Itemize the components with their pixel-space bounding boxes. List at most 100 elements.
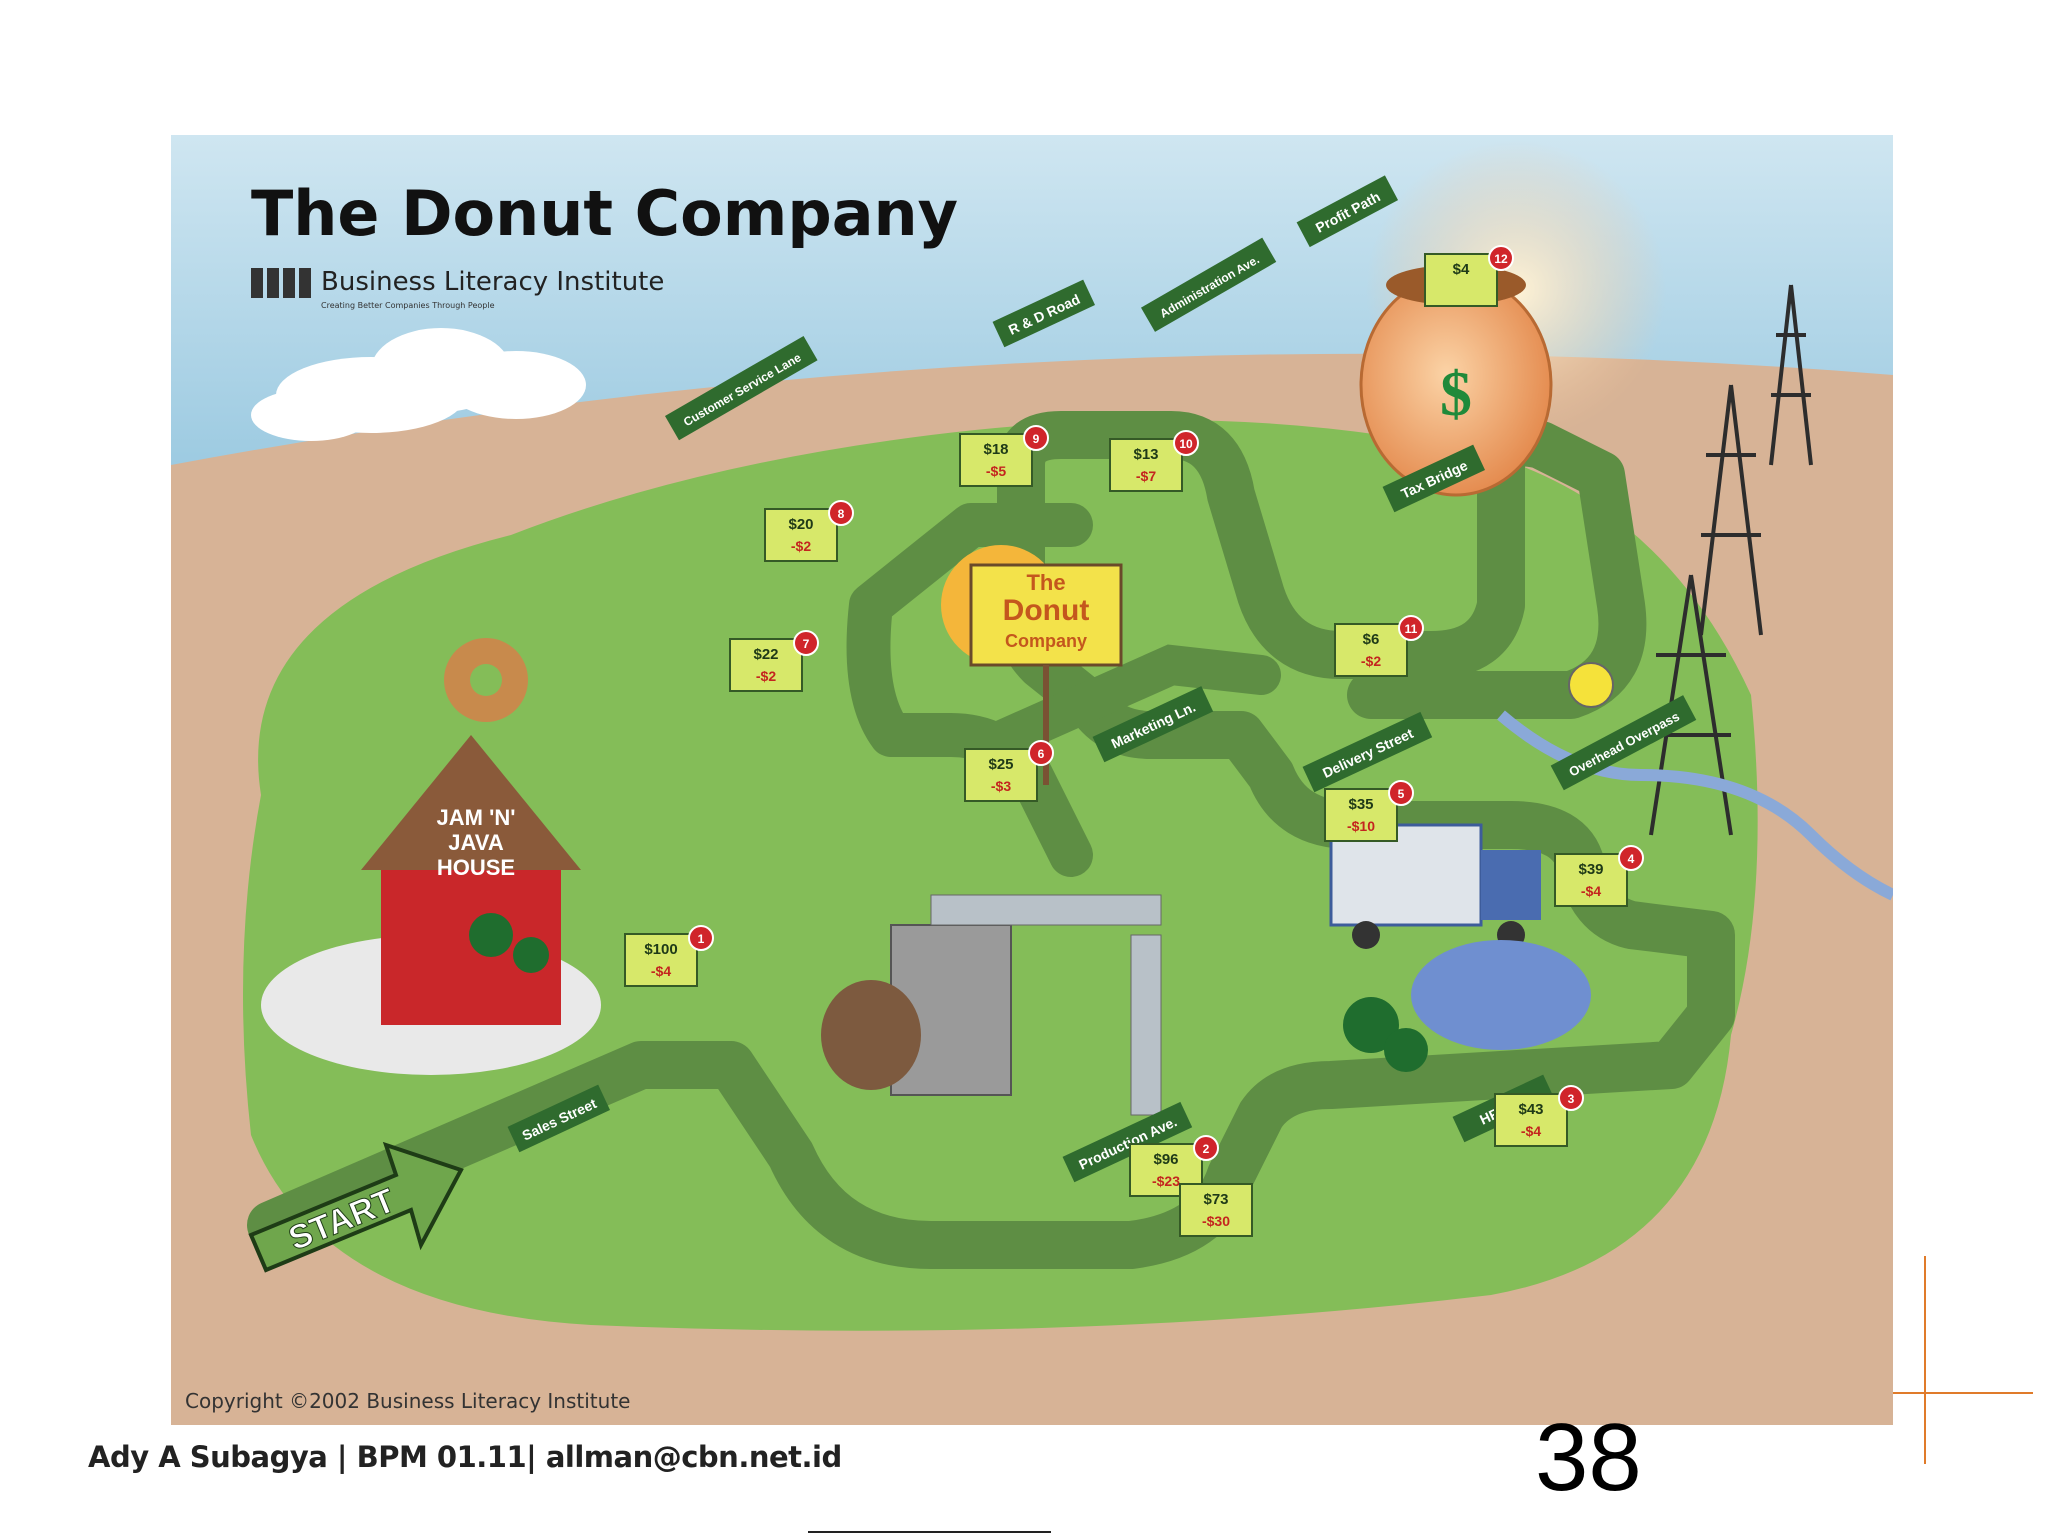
step-cost: -$3: [991, 778, 1011, 794]
step-number-badge: [793, 630, 819, 656]
step-number-badge: [1558, 1085, 1584, 1111]
money-card: [1494, 1093, 1568, 1147]
money-step-marker: $4 12: [1424, 245, 1514, 307]
money-step-marker: $13 -$7 10: [1109, 430, 1199, 492]
money-step-marker: $100 -$4 1: [624, 925, 714, 987]
step-cost: -$7: [1136, 468, 1156, 484]
money-step-marker: $43 -$4 3: [1494, 1085, 1584, 1147]
money-step-marker: $73 -$30: [1179, 1183, 1253, 1237]
step-number-badge: [688, 925, 714, 951]
step-number: 7: [803, 637, 810, 651]
footer-author-line: Ady A Subagya | BPM 01.11| allman@cbn.ne…: [88, 1440, 842, 1474]
house-sign-line-3: HOUSE: [437, 855, 515, 880]
money-step-marker: $25 -$3 6: [964, 740, 1054, 802]
money-step-marker: $20 -$2 8: [764, 500, 854, 562]
step-number: 4: [1628, 852, 1635, 866]
jam-n-java-house: JAM 'N' JAVA HOUSE: [261, 638, 601, 1075]
delivery-truck: [1329, 823, 1541, 949]
money-card: [1109, 438, 1183, 492]
step-number: 8: [838, 507, 845, 521]
step-amount: $22: [753, 646, 778, 663]
step-number-badge: [1488, 245, 1514, 271]
step-number-badge: [1028, 740, 1054, 766]
step-amount: $73: [1203, 1191, 1228, 1208]
money-step-marker: $39 -$4 4: [1554, 845, 1644, 907]
step-number: 10: [1179, 437, 1193, 451]
step-cost: -$30: [1202, 1213, 1230, 1229]
billboard-line-3: Company: [1005, 631, 1087, 651]
money-card: [1424, 253, 1498, 307]
publisher-name: Business Literacy Institute: [321, 267, 664, 297]
corner-decoration-horizontal: [1893, 1392, 2033, 1394]
billboard-line-2: Donut: [1003, 594, 1090, 627]
step-cost: -$2: [1361, 653, 1381, 669]
step-number: 11: [1405, 622, 1418, 636]
donut-company-map-image: JAM 'N' JAVA HOUSE The Donut Company $: [171, 135, 1893, 1425]
step-cost: -$10: [1347, 818, 1375, 834]
money-card: [964, 748, 1038, 802]
step-amount: $100: [644, 941, 677, 958]
step-amount: $13: [1133, 446, 1158, 463]
overpass-lamp: [1568, 662, 1614, 708]
step-amount: $96: [1153, 1151, 1178, 1168]
step-amount: $35: [1348, 796, 1373, 813]
step-number-badge: [1193, 1135, 1219, 1161]
step-number-badge: [828, 500, 854, 526]
step-cost: -$5: [986, 463, 1006, 479]
money-card: [1179, 1183, 1253, 1237]
step-cost: -$2: [756, 668, 776, 684]
step-cost: -$4: [1521, 1123, 1541, 1139]
step-number: 5: [1398, 787, 1405, 801]
step-number-badge: [1618, 845, 1644, 871]
pond: [1411, 940, 1591, 1050]
bushes: [469, 913, 1428, 1072]
money-step-markers: $100-$41$96-$232$73-$30$43-$43$39-$44$35…: [624, 245, 1644, 1237]
step-cost: -$4: [1581, 883, 1601, 899]
money-card: [1554, 853, 1628, 907]
money-step-marker: $18 -$5 9: [959, 425, 1049, 487]
step-number: 2: [1203, 1142, 1210, 1156]
publisher-logo-icon: [251, 268, 311, 298]
money-card: [959, 433, 1033, 487]
step-amount: $4: [1453, 261, 1470, 278]
money-card: [764, 508, 838, 562]
money-card: [624, 933, 698, 987]
clouds: [251, 328, 586, 441]
pot-dollar-sign: $: [1440, 358, 1472, 429]
step-number-badge: [1398, 615, 1424, 641]
copyright: Copyright ©2002 Business Literacy Instit…: [185, 1389, 630, 1413]
corner-decoration-vertical: [1924, 1256, 1926, 1464]
step-number: 6: [1038, 747, 1045, 761]
house-sign-line-2: JAVA: [448, 830, 504, 855]
publisher-tagline: Creating Better Companies Through People: [321, 301, 495, 310]
step-number: 1: [698, 932, 705, 946]
step-number-badge: [1388, 780, 1414, 806]
step-number-badge: [1173, 430, 1199, 456]
step-cost: -$2: [791, 538, 811, 554]
money-step-marker: $35 -$10 5: [1324, 780, 1414, 842]
step-number: 12: [1494, 252, 1508, 266]
money-card: [729, 638, 803, 692]
step-number: 3: [1568, 1092, 1575, 1106]
donut-company-billboard: The Donut Company: [941, 545, 1123, 785]
step-amount: $39: [1578, 861, 1603, 878]
step-amount: $25: [988, 756, 1013, 773]
step-amount: $6: [1363, 631, 1380, 648]
footer-underline: [808, 1531, 1051, 1533]
money-card: [1324, 788, 1398, 842]
step-number-badge: [1023, 425, 1049, 451]
step-amount: $18: [983, 441, 1008, 458]
billboard-line-1: The: [1026, 570, 1065, 595]
map-title: The Donut Company: [251, 177, 958, 250]
step-amount: $43: [1518, 1101, 1543, 1118]
page-number: 38: [1535, 1404, 1642, 1511]
road: [247, 411, 1735, 1269]
step-number: 9: [1033, 432, 1040, 446]
money-step-marker: $22 -$2 7: [729, 630, 819, 692]
step-cost: -$4: [651, 963, 671, 979]
step-amount: $20: [788, 516, 813, 533]
step-cost: -$23: [1152, 1173, 1180, 1189]
donut-factory: [821, 894, 1162, 1116]
money-card: [1334, 623, 1408, 677]
